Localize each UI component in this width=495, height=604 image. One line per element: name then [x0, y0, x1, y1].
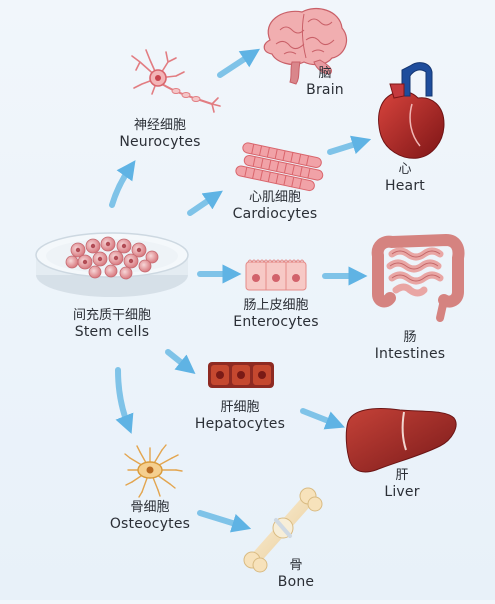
brain-label-zh: 脑	[318, 66, 332, 81]
intestines-label: 肠 Intestines	[375, 330, 446, 364]
stem-label: 间充质干细胞 Stem cells	[73, 308, 151, 342]
neurocyte-label-zh: 神经细胞	[133, 118, 187, 133]
brain-label-en: Brain	[306, 82, 344, 99]
liver-label: 肝 Liver	[384, 468, 419, 502]
petri-dish-icon	[35, 232, 189, 297]
bone-label-zh: 骨	[289, 558, 303, 573]
heart-label-en: Heart	[385, 178, 425, 195]
arrow-stem-to-cardio	[187, 190, 223, 216]
osteocyte-label-en: Osteocytes	[109, 516, 191, 533]
osteocyte-label: 骨细胞 Osteocytes	[110, 500, 190, 534]
bone-icon	[243, 487, 323, 573]
neuron-icon	[131, 49, 221, 113]
bone-label-en: Bone	[277, 574, 315, 591]
stem-label-en: Stem cells	[74, 324, 150, 341]
neurocyte-label-en: Neurocytes	[119, 134, 201, 151]
cardiocyte-label: 心肌细胞 Cardiocytes	[233, 190, 318, 224]
brain-icon	[263, 7, 347, 85]
arrow-hepato-to-liver	[300, 408, 345, 430]
hepatocyte-label: 肝细胞 Hepatocytes	[195, 400, 285, 434]
arrow-stem-to-neuro	[109, 160, 136, 208]
cardiomyocyte-icon	[235, 142, 324, 192]
osteocyte-label-zh: 骨细胞	[130, 500, 170, 515]
enterocyte-label-en: Enterocytes	[233, 314, 319, 331]
arrows	[109, 48, 372, 533]
liver-icon	[345, 408, 457, 473]
hepatocyte-icon	[208, 362, 274, 388]
intestines-label-en: Intestines	[374, 346, 446, 363]
cardiocyte-label-en: Cardiocytes	[232, 206, 318, 223]
heart-label-zh: 心	[398, 162, 412, 177]
enterocyte-icon	[245, 259, 307, 291]
brain-label: 脑 Brain	[306, 66, 344, 100]
bone-label: 骨 Bone	[278, 558, 314, 592]
arrow-neuro-to-brain	[217, 48, 261, 78]
arrow-stem-to-osteo	[115, 367, 134, 434]
arrow-cardio-to-heart	[327, 135, 372, 155]
cardiocyte-label-zh: 心肌细胞	[248, 190, 302, 205]
intestines-label-zh: 肠	[403, 330, 417, 345]
heart-label: 心 Heart	[385, 162, 425, 196]
hepatocyte-label-zh: 肝细胞	[220, 400, 260, 415]
arrow-osteo-to-bone	[197, 510, 252, 533]
neurocyte-label: 神经细胞 Neurocytes	[119, 118, 200, 152]
hepatocyte-label-en: Hepatocytes	[194, 416, 286, 433]
enterocyte-label-zh: 肠上皮细胞	[243, 298, 309, 313]
liver-label-en: Liver	[384, 484, 420, 501]
liver-label-zh: 肝	[395, 468, 409, 483]
stem-label-zh: 间充质干细胞	[72, 308, 152, 323]
arrow-stem-to-hepato	[165, 349, 196, 374]
enterocyte-label: 肠上皮细胞 Enterocytes	[233, 298, 318, 332]
heart-icon	[378, 62, 445, 159]
intestines-icon	[371, 233, 465, 322]
osteocyte-icon	[124, 444, 183, 498]
